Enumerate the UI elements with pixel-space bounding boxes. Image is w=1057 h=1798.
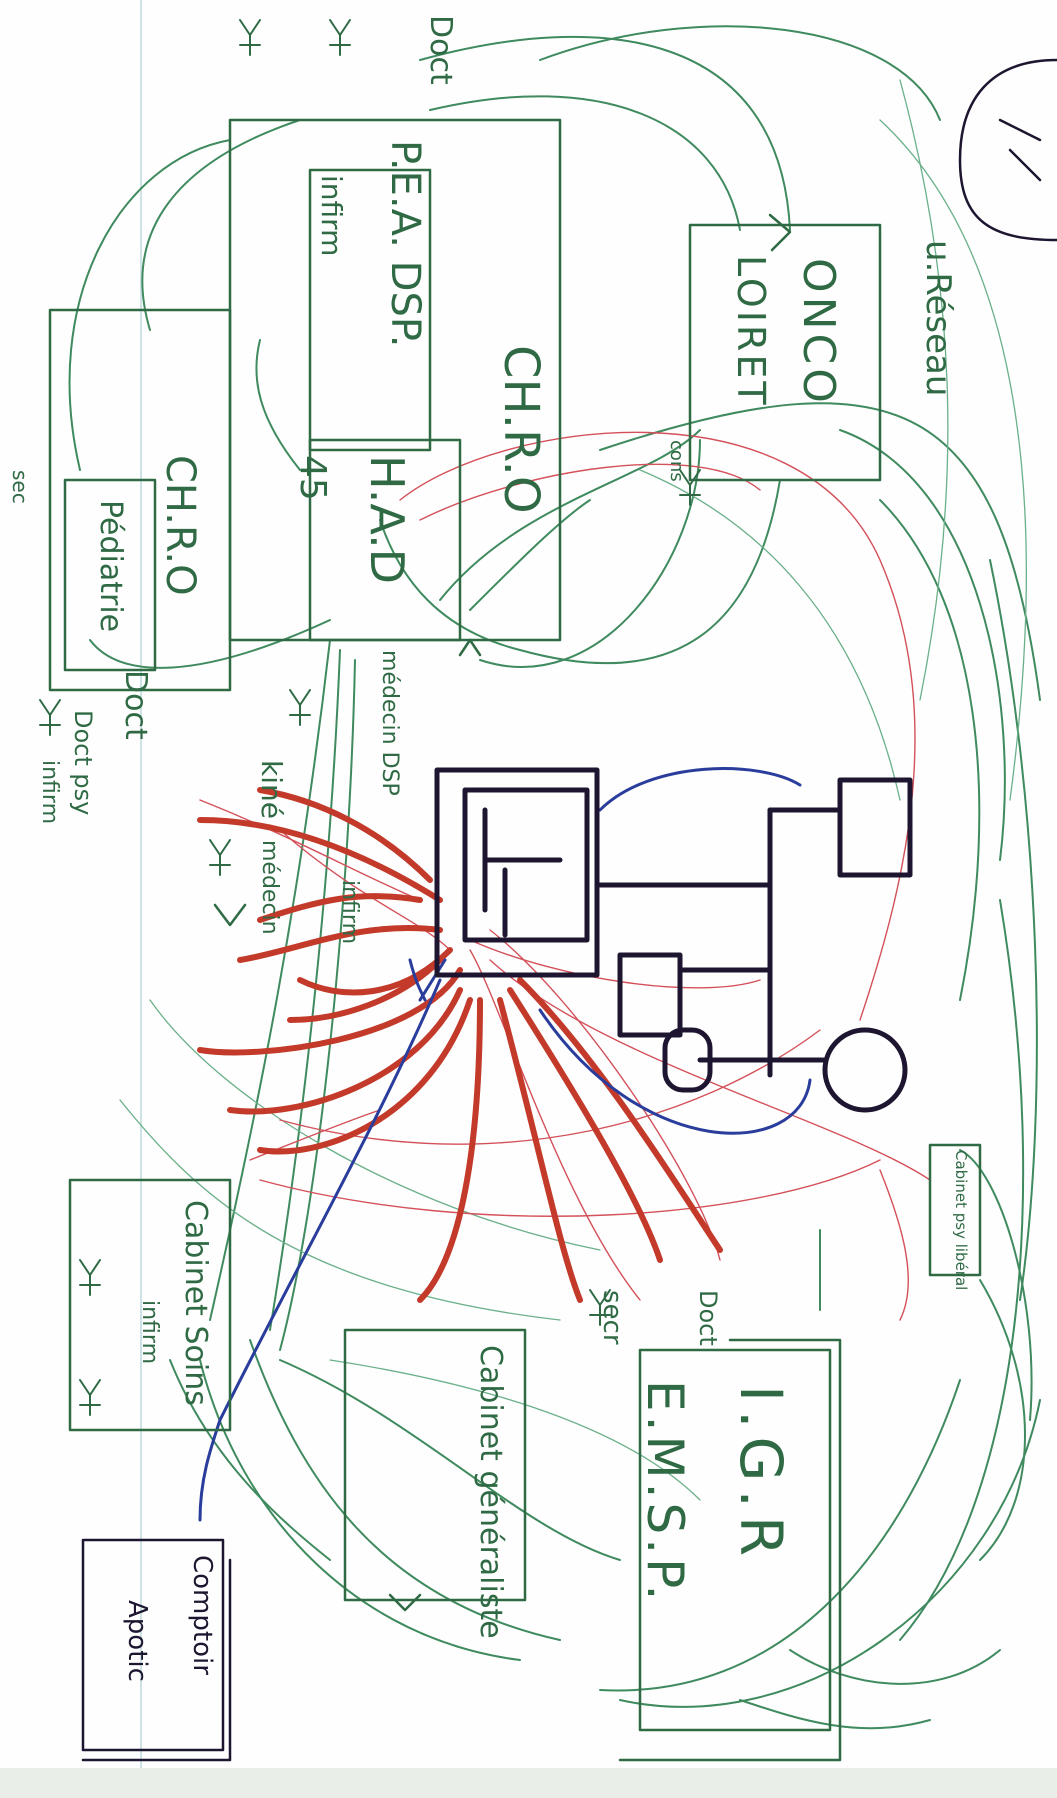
annotation-kine: kiné xyxy=(257,760,285,819)
person-icon xyxy=(80,1260,100,1295)
label-comptoir: Comptoir xyxy=(189,1555,215,1675)
link-had-cabinet-soins xyxy=(210,640,330,1320)
annotation-medecin-igr: médecin xyxy=(258,840,280,935)
person-icon xyxy=(290,690,310,725)
link-patient-comptoir xyxy=(200,980,440,1520)
annotation-infirm-pea: infirm xyxy=(338,880,360,944)
link-family-patient xyxy=(600,769,800,810)
label-cabinet-generaliste: Cabinet généraliste xyxy=(475,1345,505,1639)
annotation-infirm-left: infirm xyxy=(38,760,60,824)
link-onco-red xyxy=(400,432,915,1020)
label-had-num: 45 xyxy=(294,455,330,501)
label-pediatrie: Pédiatrie xyxy=(95,500,125,632)
annotation-doct-igr: Doct xyxy=(696,1290,720,1346)
patient-genogram xyxy=(437,770,910,1110)
label-emsp: E.M.S.P. xyxy=(640,1380,690,1604)
label-chro-top: CH.R.O xyxy=(497,345,545,514)
link-chro-pediatrie xyxy=(70,140,230,470)
person-icon xyxy=(80,1380,100,1415)
person-icon xyxy=(40,700,60,735)
label-pea: P.E.A. DSP. xyxy=(385,140,425,347)
person-icon xyxy=(210,840,230,875)
label-chro-bottom: CH.R.O xyxy=(160,455,200,596)
top-right-circle xyxy=(960,60,1057,240)
label-igr: I.G.R xyxy=(732,1385,790,1564)
person-icon xyxy=(240,20,260,55)
link-soins-igr xyxy=(250,1340,560,1640)
annotation-infirm-top: infirm xyxy=(317,175,345,256)
person-icon xyxy=(330,20,350,55)
label-comptoir-sub: Apotic xyxy=(124,1600,150,1682)
label-cabinet-soins: Cabinet Soins xyxy=(180,1200,210,1406)
label-onco: ONCO xyxy=(796,258,840,407)
annotation-medecin-dsp: médecin DSP xyxy=(378,650,400,796)
annotation-secr: secr xyxy=(599,1290,625,1345)
box-chro-bottom xyxy=(50,310,230,690)
family-box-2 xyxy=(620,955,680,1035)
family-circle-large xyxy=(825,1030,905,1110)
annotation-infirm-soins: infirm xyxy=(138,1300,160,1364)
annotation-doct-psy: Doct psy xyxy=(71,710,95,815)
patient-outer-frame xyxy=(437,770,597,975)
label-had: H.A.D xyxy=(364,455,410,584)
annotation-doct-top: Doct xyxy=(425,15,455,85)
scan-bottom-strip xyxy=(0,1768,1057,1798)
label-loiret: LOIRET xyxy=(732,255,770,408)
label-reseau: u.Réseau xyxy=(921,240,955,396)
link-chro-onco xyxy=(420,37,790,230)
annotation-sec-left: sec xyxy=(10,470,30,504)
label-cabinet-psy: Cabinet psy libéral xyxy=(953,1150,968,1290)
patient-symbol xyxy=(485,810,560,935)
family-box-1 xyxy=(840,780,910,875)
annotation-doct-left: Doct xyxy=(120,670,150,740)
box-onco xyxy=(690,225,880,480)
annotation-cons: cons xyxy=(667,440,685,482)
